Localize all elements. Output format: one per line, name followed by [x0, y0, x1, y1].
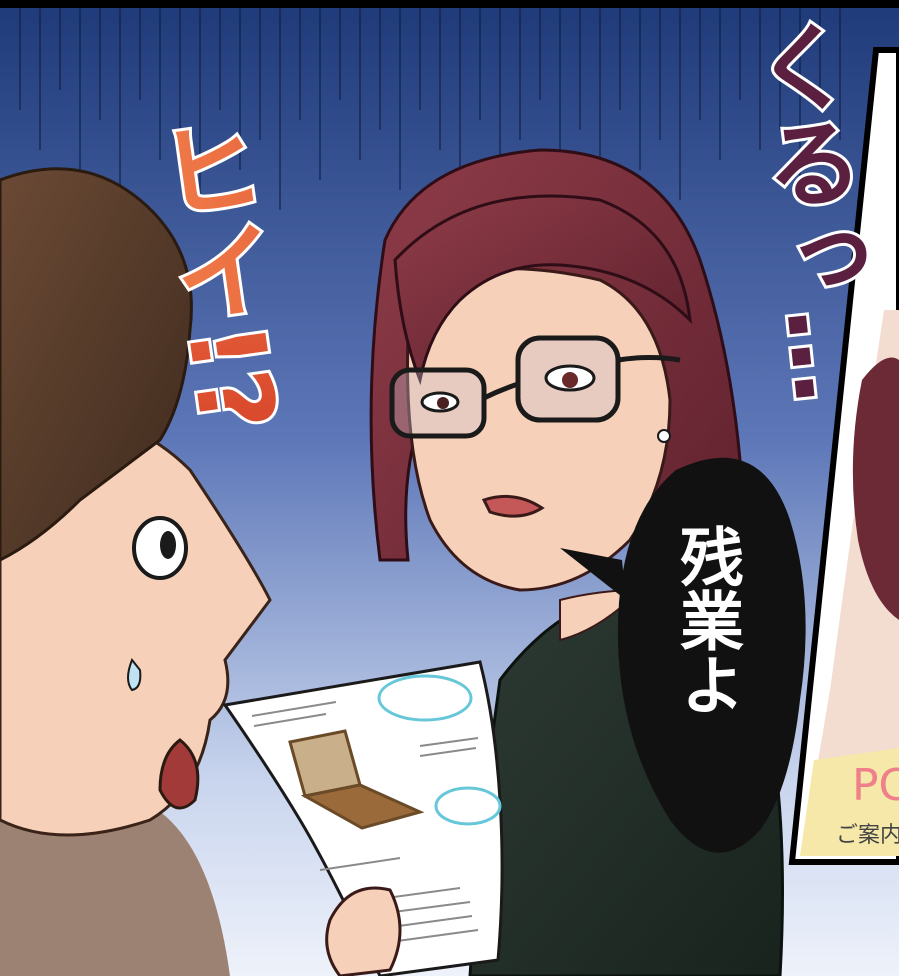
callout-right [434, 786, 502, 826]
man-character [0, 167, 272, 976]
binder [222, 660, 504, 976]
speech-bubble-tail [560, 548, 626, 600]
woman-mouth [481, 494, 545, 518]
inset-panel: PC ご案内 [788, 47, 899, 865]
speech-bubble-shape [617, 457, 806, 853]
poster-title: PC [852, 760, 899, 811]
earring [657, 429, 671, 443]
man-eye [132, 516, 188, 580]
callout-top [377, 674, 473, 722]
speech-bubble-text: 残業よ [669, 524, 744, 716]
speech-bubble: 残業よ [560, 457, 806, 853]
sweat-drop [127, 658, 142, 692]
woman-hand [325, 886, 402, 976]
man-face [0, 414, 272, 837]
woman-bangs [393, 194, 692, 386]
laptop-icon [288, 729, 425, 830]
woman-face [406, 267, 672, 592]
poster-subtitle: ご案内 [836, 823, 899, 848]
man-mouth [158, 738, 200, 810]
gloom-lines [19, 0, 841, 210]
man-hair [0, 167, 193, 562]
